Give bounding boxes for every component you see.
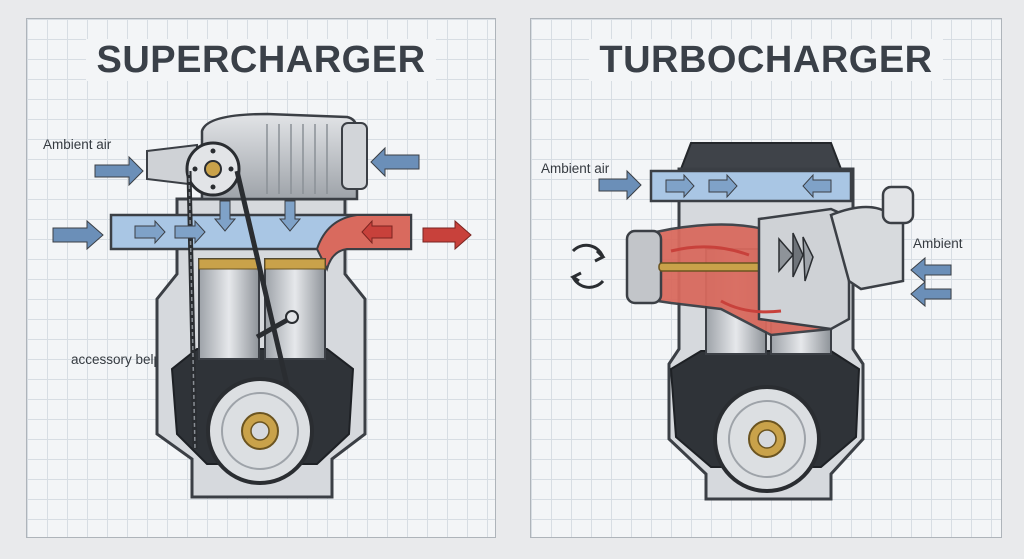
cylinder-right xyxy=(264,258,326,360)
intake-flow-arrows xyxy=(665,173,832,199)
turbocharger-drawing xyxy=(570,142,952,501)
turbine-wheel xyxy=(778,232,814,282)
supercharger-ambient-air-label: Ambient air xyxy=(43,137,112,152)
ambient-air-arrow xyxy=(94,155,144,187)
ambient-arrow-2 xyxy=(910,280,952,308)
cylinder-left xyxy=(198,258,260,360)
charge-pipe xyxy=(829,205,905,291)
piston-ring-right xyxy=(264,258,326,270)
rotation-icon xyxy=(570,243,606,289)
exhaust-flow-arrows xyxy=(670,245,782,314)
ambient-arrow-1 xyxy=(910,256,952,284)
intake-flow-arrows xyxy=(134,200,302,245)
ambient-air-arrow xyxy=(598,169,642,201)
compressor-inlet xyxy=(881,185,915,225)
intake-arrow-left xyxy=(52,219,104,251)
turbocharger-ambient-air-label: Ambient air xyxy=(541,161,610,176)
supercharger-belt-label: accessory belp xyxy=(71,352,162,367)
turbocharger-panel: TURBOCHARGER Ambient air Ambient xyxy=(530,18,1002,538)
intake-plenum xyxy=(649,169,853,203)
turbocharger-ambient-label: Ambient xyxy=(913,236,963,251)
blower-endcap xyxy=(341,122,368,190)
turbocharger-title: TURBOCHARGER xyxy=(531,39,1001,82)
engine-cover xyxy=(679,142,843,170)
supercharger-title: SUPERCHARGER xyxy=(27,39,495,82)
intake-arrow-right xyxy=(370,146,420,178)
piston-ring-left xyxy=(198,258,260,270)
exhaust-arrow-out xyxy=(422,219,472,251)
supercharger-drawing xyxy=(52,112,472,499)
turbine-endcap xyxy=(625,229,663,305)
supercharger-panel: SUPERCHARGER Ambient air accessory belp xyxy=(26,18,496,538)
tensioner-arm xyxy=(255,316,291,340)
exhaust-flow-arrows xyxy=(361,219,393,245)
